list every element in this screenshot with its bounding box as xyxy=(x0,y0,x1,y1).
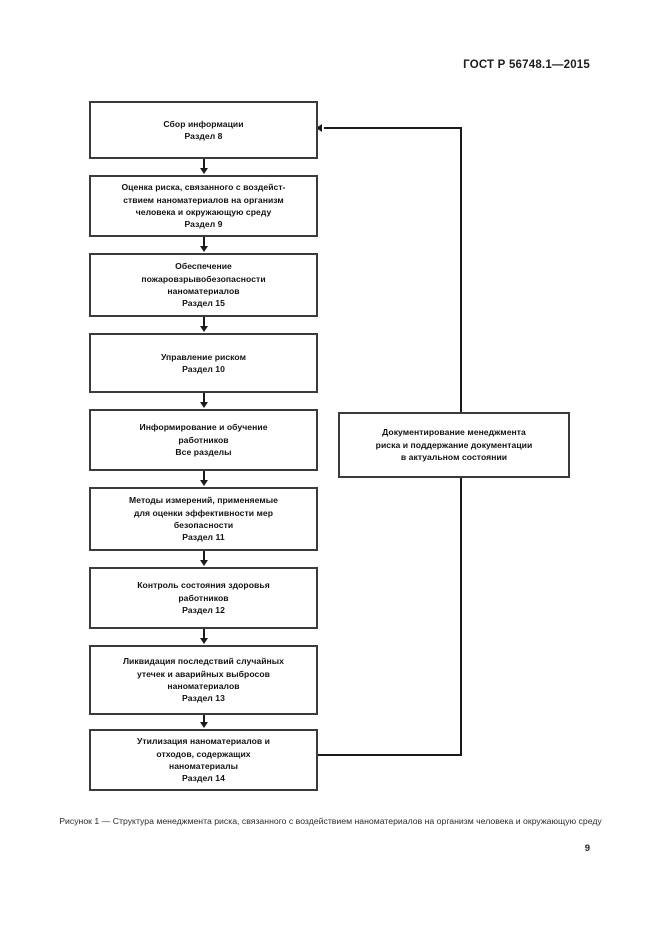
flow-node-label: Утилизация наноматериалов и отходов, сод… xyxy=(136,736,270,784)
flow-node-collect-information[interactable]: Сбор информации Раздел 8 xyxy=(89,101,318,159)
flow-node-label: Оценка риска, связанного с воздейст- ств… xyxy=(121,182,286,230)
connector-n6-n7-arrowhead xyxy=(199,560,208,566)
page-number: 9 xyxy=(584,843,590,854)
connector-n3-n4-arrowhead xyxy=(199,326,208,332)
feedback-loop-arrowhead xyxy=(316,123,322,132)
flow-node-label: Информирование и обучение работников Все… xyxy=(139,422,268,458)
flow-node-risk-management[interactable]: Управление риском Раздел 10 xyxy=(89,333,318,393)
flow-node-label: Контроль состояния здоровья работников Р… xyxy=(137,580,270,616)
flow-node-label: Обеспечение пожаровзрывобезопасности нан… xyxy=(141,261,266,309)
flow-node-waste-disposal[interactable]: Утилизация наноматериалов и отходов, сод… xyxy=(89,729,318,791)
flow-node-documentation[interactable]: Документирование менеджмента риска и под… xyxy=(338,412,570,478)
connector-n4-n5-arrowhead xyxy=(199,402,208,408)
flow-node-label: Ликвидация последствий случайных утечек … xyxy=(122,656,285,704)
flow-node-worker-training[interactable]: Информирование и обучение работников Все… xyxy=(89,409,318,471)
flow-node-measurement-methods[interactable]: Методы измерений, применяемые для оценки… xyxy=(89,487,318,551)
flow-node-risk-assessment[interactable]: Оценка риска, связанного с воздейст- ств… xyxy=(89,175,318,237)
connector-n8-n9-arrowhead xyxy=(199,722,208,728)
connector-n4-n5 xyxy=(202,393,206,403)
connector-n8-n9 xyxy=(202,715,206,723)
connector-n6-n7 xyxy=(202,551,206,561)
connector-n7-n8 xyxy=(202,629,206,639)
connector-n5-n6 xyxy=(202,471,206,481)
standard-number-header: ГОСТ Р 56748.1—2015 xyxy=(463,59,590,71)
flow-node-label: Управление риском Раздел 10 xyxy=(160,351,247,374)
connector-n1-n2-arrowhead xyxy=(199,168,208,174)
connector-n1-n2 xyxy=(202,159,206,169)
risk-management-flowchart: Сбор информации Раздел 8 Оценка риска, с… xyxy=(89,101,570,791)
figure-caption: Рисунок 1 — Структура менеджмента риска,… xyxy=(59,816,602,826)
flow-node-spill-response[interactable]: Ликвидация последствий случайных утечек … xyxy=(89,645,318,715)
flow-node-label: Методы измерений, применяемые для оценки… xyxy=(129,495,278,543)
feedback-loop-top-segment xyxy=(324,127,462,130)
connector-n2-n3-arrowhead xyxy=(199,246,208,252)
flow-node-fire-explosion-safety[interactable]: Обеспечение пожаровзрывобезопасности нан… xyxy=(89,253,318,317)
feedback-loop-bottom-segment xyxy=(318,754,462,757)
flow-node-label: Документирование менеджмента риска и под… xyxy=(375,427,533,463)
connector-n5-n6-arrowhead xyxy=(199,480,208,486)
flow-node-health-monitoring[interactable]: Контроль состояния здоровья работников Р… xyxy=(89,567,318,629)
flow-node-label: Сбор информации Раздел 8 xyxy=(163,118,244,141)
connector-n7-n8-arrowhead xyxy=(199,638,208,644)
connector-n2-n3 xyxy=(202,237,206,247)
connector-n3-n4 xyxy=(202,317,206,327)
